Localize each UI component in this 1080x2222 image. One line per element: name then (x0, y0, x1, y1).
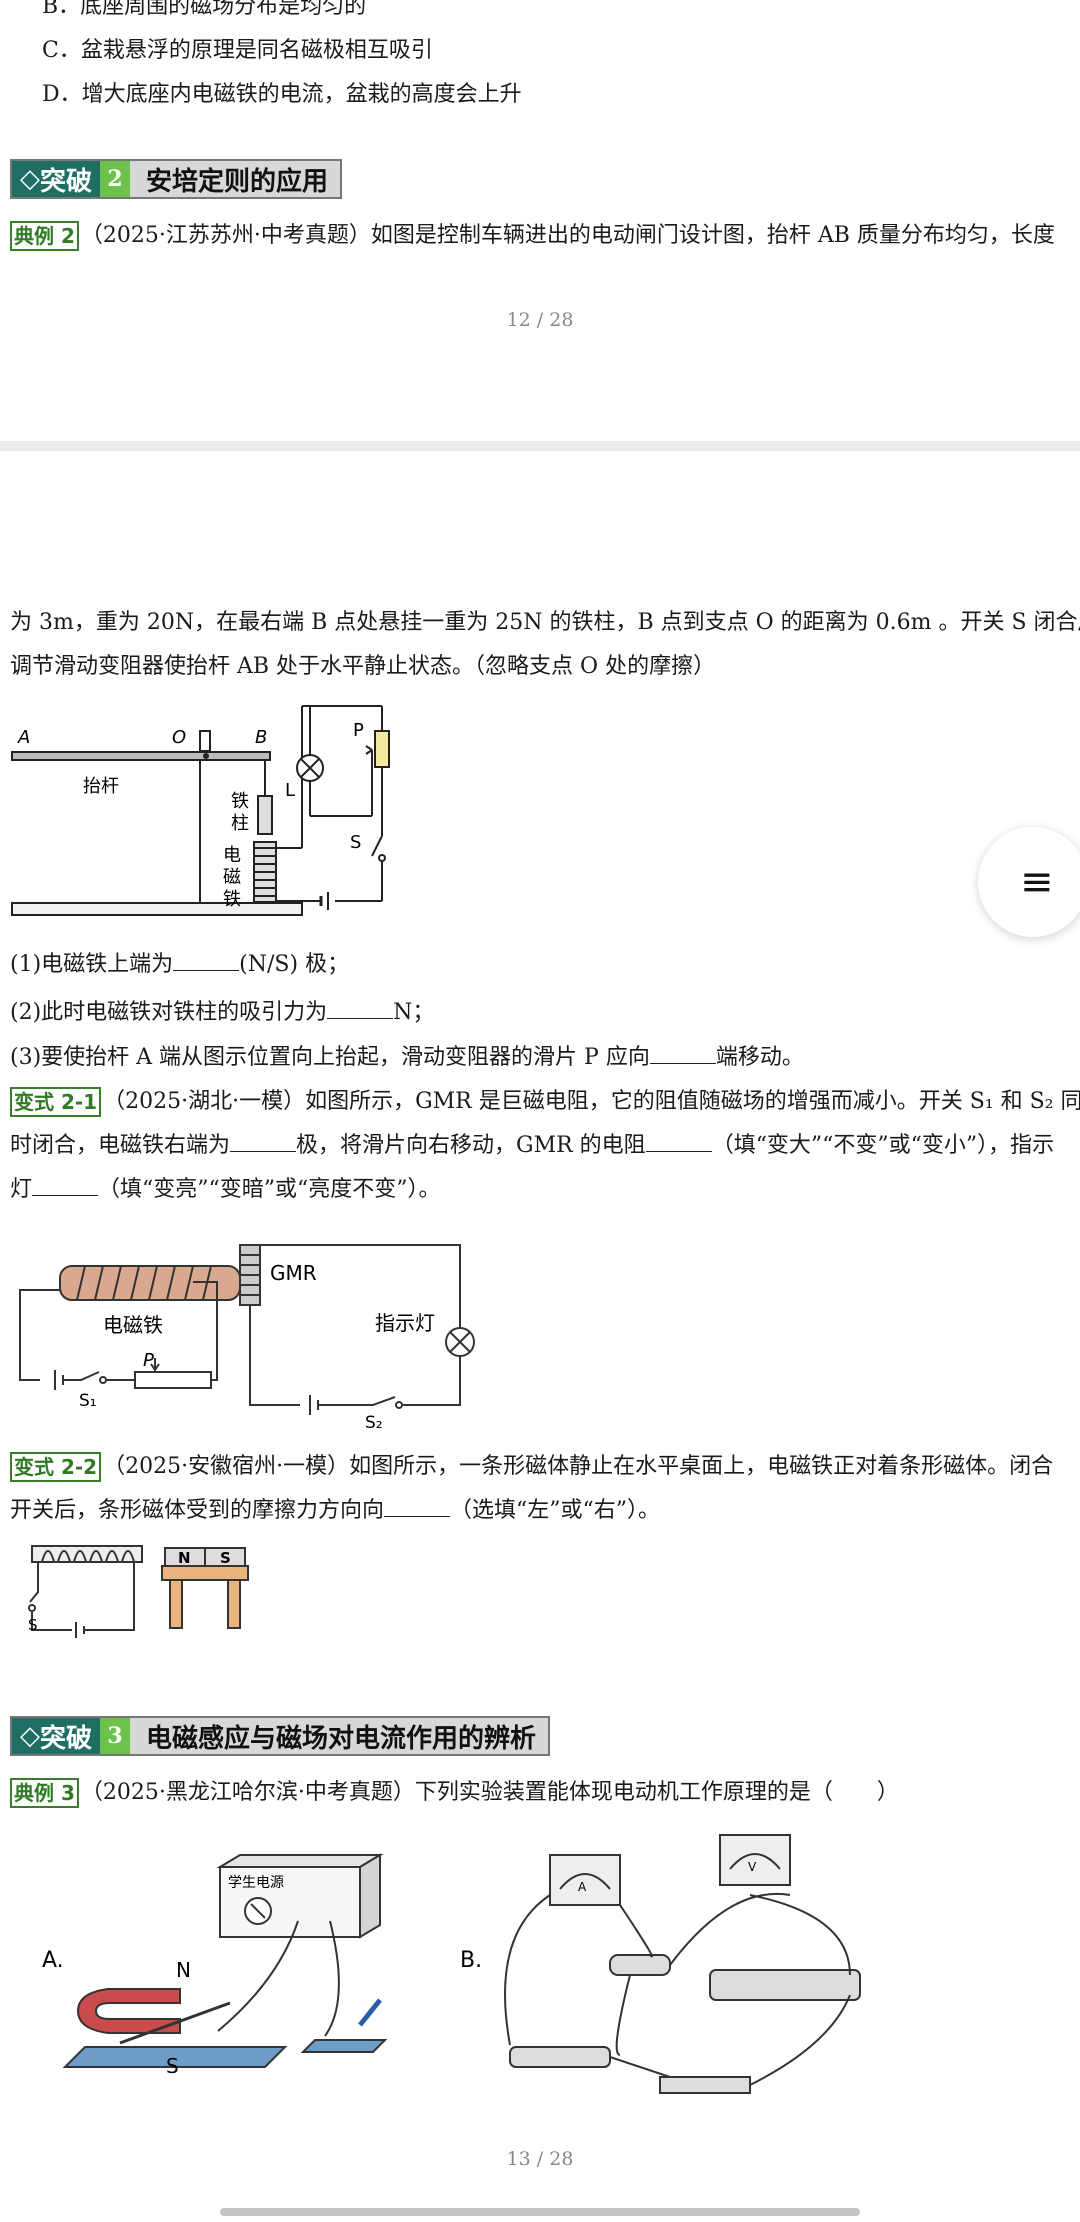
variant-2-1-line2: 时闭合，电磁铁右端为极，将滑片向右移动，GMR 的电阻（填“变大”“不变”或“变… (10, 1133, 1055, 1158)
question-3: (3)要使抬杆 A 端从图示位置向上抬起，滑动变阻器的滑片 P 应向端移动。 (10, 1045, 804, 1070)
label-ammeter: A (578, 1880, 587, 1894)
power-supply-label: 学生电源 (228, 1875, 284, 1891)
label-B: B (255, 727, 267, 748)
variant-2-2-line1: 变式 2-2（2025·安徽宿州·一模）如图所示，一条形磁体静止在水平桌面上，电… (10, 1445, 1053, 1489)
gate-diagram: A O B P L S 抬杆 铁 柱 电 磁 铁 (11, 705, 390, 916)
option-a-label: A. (42, 1948, 64, 1973)
section-number: 3 (100, 1718, 131, 1754)
section-icon-label: ◇突破 (12, 1718, 101, 1754)
option-b: B．底座周围的磁场分布是均匀的 (42, 0, 367, 19)
label-s1: S₁ (79, 1391, 97, 1411)
example-tag: 典例 3 (10, 1778, 79, 1808)
menu-button[interactable]: ≡ (978, 827, 1080, 937)
variant-tag: 变式 2-1 (10, 1087, 102, 1117)
label-iron-1: 铁 (231, 791, 249, 812)
example-2-line2: 为 3m，重为 20N，在最右端 B 点处悬挂一重为 25N 的铁柱，B 点到支… (10, 610, 1080, 635)
label-em-1: 电 (223, 845, 241, 866)
label-iron-2: 柱 (231, 813, 249, 834)
label-switch-s: S (28, 1616, 38, 1634)
label-A: A (17, 727, 30, 748)
variant-2-1-line3: 灯（填“变亮”“变暗”或“亮度不变”）。 (10, 1177, 441, 1202)
section-title: 安培定则的应用 (146, 166, 329, 197)
section-header-3: ◇突破 3 电磁感应与磁场对电流作用的辨析 (10, 1716, 551, 1756)
label-indicator-lamp: 指示灯 (375, 1311, 435, 1335)
label-S: S (350, 832, 361, 853)
option-d: D．增大底座内电磁铁的电流，盆栽的高度会上升 (42, 82, 522, 107)
question-1: (1)电磁铁上端为(N/S) 极； (10, 952, 350, 977)
option-c: C．盆栽悬浮的原理是同名磁极相互吸引 (42, 38, 433, 63)
experiment-options-diagram: A. B. 学生电源 N S A V (42, 1834, 861, 2094)
label-em-3: 铁 (223, 889, 241, 910)
variant-2-2-line2: 开关后，条形磁体受到的摩擦力方向向（选填“左”或“右”）。 (10, 1498, 661, 1523)
label-rod: 抬杆 (83, 776, 119, 797)
home-indicator[interactable] (220, 2208, 860, 2216)
section-header-2: ◇突破 2 安培定则的应用 (10, 159, 343, 199)
page-number: 13 / 28 (506, 2148, 574, 2170)
label-electromagnet: 电磁铁 (103, 1313, 163, 1337)
label-n: N (176, 1958, 191, 1982)
gmr-circuit-diagram: GMR 电磁铁 指示灯 P S₁ S₂ (19, 1244, 475, 1430)
page-number: 12 / 28 (506, 309, 574, 331)
section-icon-label: ◇突破 (12, 161, 101, 197)
section-title: 电磁感应与磁场对电流作用的辨析 (146, 1723, 537, 1754)
page-divider (0, 441, 1080, 451)
variant-2-1-line1: 变式 2-1（2025·湖北·一模）如图所示，GMR 是巨磁电阻，它的阻值随磁场… (10, 1080, 1080, 1124)
example-2-line1: 典例 2（2025·江苏苏州·中考真题）如图是控制车辆进出的电动闸门设计图，抬杆… (10, 214, 1055, 258)
label-s-pole: S (220, 1549, 231, 1567)
bar-magnet-diagram: N S S (28, 1545, 249, 1638)
label-s2: S₂ (365, 1413, 383, 1430)
label-voltmeter: V (748, 1860, 757, 1874)
option-b-label: B. (460, 1948, 482, 1973)
label-s: S (166, 2054, 179, 2078)
variant-tag: 变式 2-2 (10, 1452, 102, 1482)
example-3-line1: 典例 3（2025·黑龙江哈尔滨·中考真题）下列实验装置能体现电动机工作原理的是… (10, 1771, 899, 1815)
example-2-line3: 调节滑动变阻器使抬杆 AB 处于水平静止状态。（忽略支点 O 处的摩擦） (10, 654, 716, 679)
label-L: L (285, 780, 295, 801)
label-p: P (143, 1350, 154, 1371)
label-em-2: 磁 (223, 867, 241, 888)
section-number: 2 (100, 161, 131, 197)
example-tag: 典例 2 (10, 221, 79, 251)
label-P: P (353, 720, 364, 741)
label-n-pole: N (178, 1549, 191, 1567)
label-O: O (172, 727, 186, 748)
label-gmr: GMR (270, 1261, 317, 1285)
menu-icon: ≡ (1020, 859, 1054, 905)
